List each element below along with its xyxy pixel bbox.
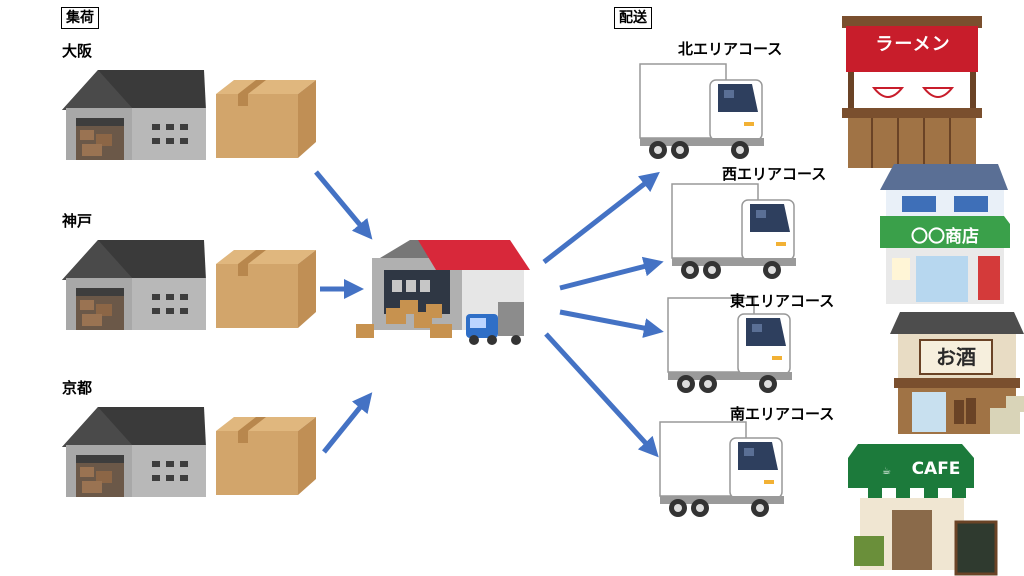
sake-sign: お酒 — [936, 345, 976, 369]
truck-south-illustration — [659, 421, 785, 518]
truck-east-illustration — [667, 297, 793, 394]
city-label-osaka: 大阪 — [62, 42, 93, 60]
svg-text:☕: ☕ — [882, 466, 891, 477]
general-store-illustration — [880, 164, 1010, 304]
arrow-hub-to-west — [559, 256, 664, 291]
ramen-sign: ラーメン — [875, 34, 951, 55]
box-osaka-illustration — [216, 80, 316, 158]
course-label-east: 東エリアコース — [730, 292, 835, 310]
ramen-shop-illustration — [842, 16, 982, 168]
delivery-section-label: 配送 — [614, 7, 652, 29]
store-sign: 〇〇商店 — [911, 227, 979, 247]
warehouse-kobe-illustration — [62, 240, 206, 330]
arrow-kyoto-to-hub — [322, 392, 373, 454]
warehouse-osaka-illustration — [62, 70, 206, 160]
course-label-south: 南エリアコース — [730, 405, 835, 423]
hub-warehouse-illustration — [356, 240, 530, 345]
city-label-kyoto: 京都 — [62, 379, 93, 397]
arrow-hub-to-east — [559, 309, 664, 338]
truck-west-illustration — [671, 183, 797, 280]
cafe-illustration: ☕ — [848, 444, 998, 576]
box-kobe-illustration — [216, 250, 316, 328]
cafe-sign: CAFE — [911, 459, 961, 479]
arrow-hub-to-south — [544, 332, 659, 458]
sake-shop-illustration — [890, 312, 1024, 434]
collection-section-label: 集荷 — [61, 7, 99, 29]
arrow-osaka-to-hub — [314, 170, 373, 240]
course-label-north: 北エリアコース — [678, 40, 783, 58]
city-label-kobe: 神戸 — [62, 212, 93, 230]
box-kyoto-illustration — [216, 417, 316, 495]
truck-north-illustration — [639, 63, 765, 160]
warehouse-kyoto-illustration — [62, 407, 206, 497]
course-label-west: 西エリアコース — [722, 165, 827, 183]
arrow-hub-to-north — [542, 171, 660, 264]
